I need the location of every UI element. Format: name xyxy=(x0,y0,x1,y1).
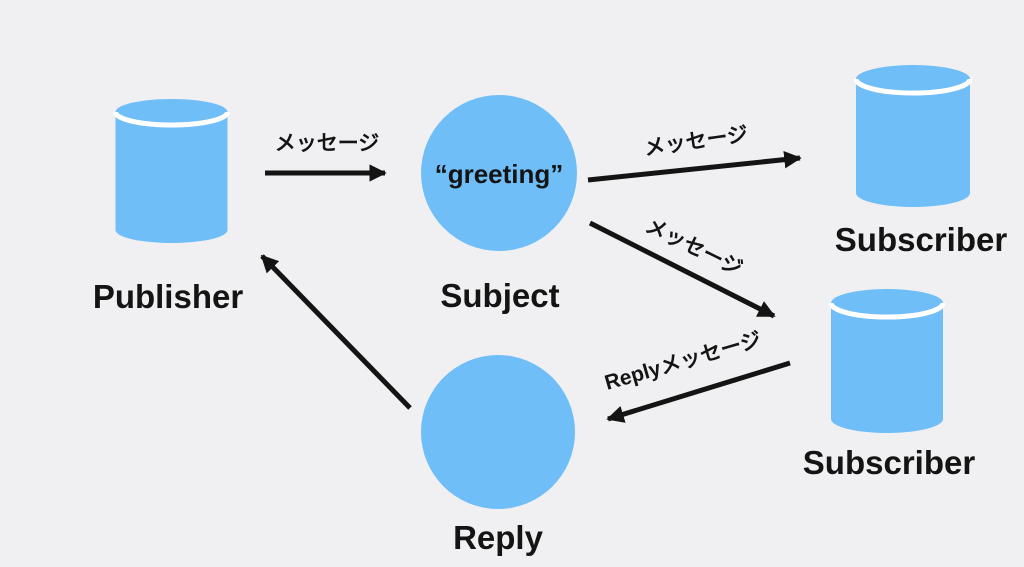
subscriber-top-label: Subscriber xyxy=(835,221,1008,258)
arrow-subscriber-bottom-to-reply xyxy=(606,360,791,423)
subscriber-bottom-label: Subscriber xyxy=(803,444,976,481)
subscriber-top-cylinder-body xyxy=(856,79,970,207)
reply-node: Reply xyxy=(421,355,575,556)
subscriber-top-cylinder-cap xyxy=(856,65,970,93)
edge-label-subject-to-subscriber-bottom: メッセージ xyxy=(642,214,746,281)
subject-label: Subject xyxy=(440,277,559,314)
subscriber-bottom-cylinder-body xyxy=(831,303,943,433)
subject-node: “greeting” Subject xyxy=(421,95,577,314)
edge-label-publisher-to-subject: メッセージ xyxy=(275,132,380,155)
subscriber-bottom-cylinder-cap-gap xyxy=(828,302,946,320)
reply-label: Reply xyxy=(453,519,544,556)
publisher-cylinder-body xyxy=(115,112,228,244)
publisher-node: Publisher xyxy=(93,99,244,315)
subscriber-bottom-cylinder-cap xyxy=(831,289,943,317)
edge-label-subject-to-subscriber-top: メッセージ xyxy=(643,123,750,160)
arrow-reply-to-publisher xyxy=(260,254,412,410)
subscriber-top-node: Subscriber xyxy=(835,65,1008,258)
arrow-subject-to-subscriber-top xyxy=(587,150,802,183)
subject-value: “greeting” xyxy=(435,159,564,189)
edges xyxy=(260,150,802,423)
publisher-cylinder-cap xyxy=(115,99,228,125)
arrow-subject-to-subscriber-bottom xyxy=(588,220,776,319)
subscriber-bottom-node: Subscriber xyxy=(803,289,976,481)
subject-circle xyxy=(421,95,577,251)
publisher-cylinder-cap-gap xyxy=(113,111,230,128)
publisher-label: Publisher xyxy=(93,278,244,315)
edge-label-subscriber-bottom-to-reply: Replyメッセージ xyxy=(602,328,764,395)
subscriber-top-cylinder-cap-gap xyxy=(853,78,973,96)
reply-circle xyxy=(421,355,575,509)
